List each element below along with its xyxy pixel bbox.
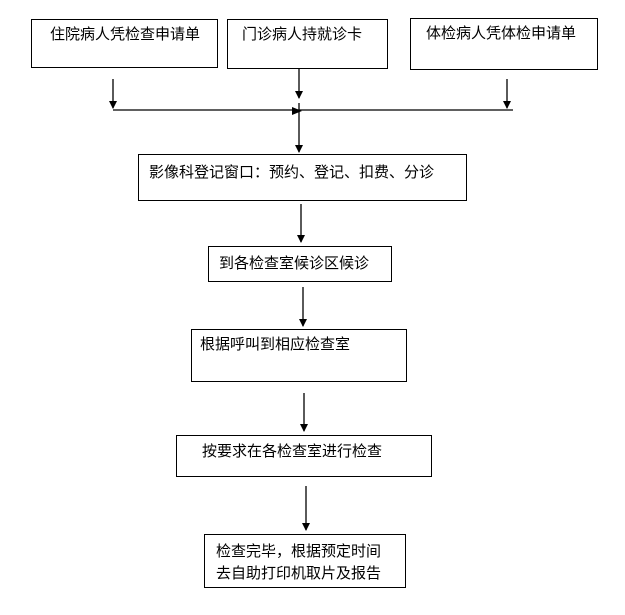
report-pickup-line-1: 检查完毕，根据预定时间 (216, 542, 382, 560)
merge-junction-mark (292, 107, 302, 115)
exam-box: 按要求在各检查室进行检查 (176, 435, 432, 477)
outpatient-source-label: 门诊病人持就诊卡 (242, 25, 363, 43)
waiting-area-label: 到各检查室候诊区候诊 (219, 254, 370, 272)
report-pickup-box: 检查完毕，根据预定时间 去自助打印机取片及报告 (204, 534, 406, 588)
report-pickup-line-2: 去自助打印机取片及报告 (216, 564, 382, 582)
inpatient-source-label: 住院病人凭检查申请单 (50, 25, 201, 43)
checkup-source-box: 体检病人凭体检申请单 (410, 18, 598, 70)
waiting-area-box: 到各检查室候诊区候诊 (208, 246, 392, 282)
exam-label: 按要求在各检查室进行检查 (202, 442, 383, 460)
checkup-source-label: 体检病人凭体检申请单 (426, 24, 577, 42)
call-to-room-box: 根据呼叫到相应检查室 (191, 329, 407, 382)
registration-window-label: 影像科登记窗口：预约、登记、扣费、分诊 (149, 163, 435, 181)
inpatient-source-box: 住院病人凭检查申请单 (31, 19, 218, 68)
outpatient-source-box: 门诊病人持就诊卡 (227, 19, 388, 69)
call-to-room-label: 根据呼叫到相应检查室 (200, 335, 351, 353)
registration-window-box: 影像科登记窗口：预约、登记、扣费、分诊 (138, 154, 467, 201)
